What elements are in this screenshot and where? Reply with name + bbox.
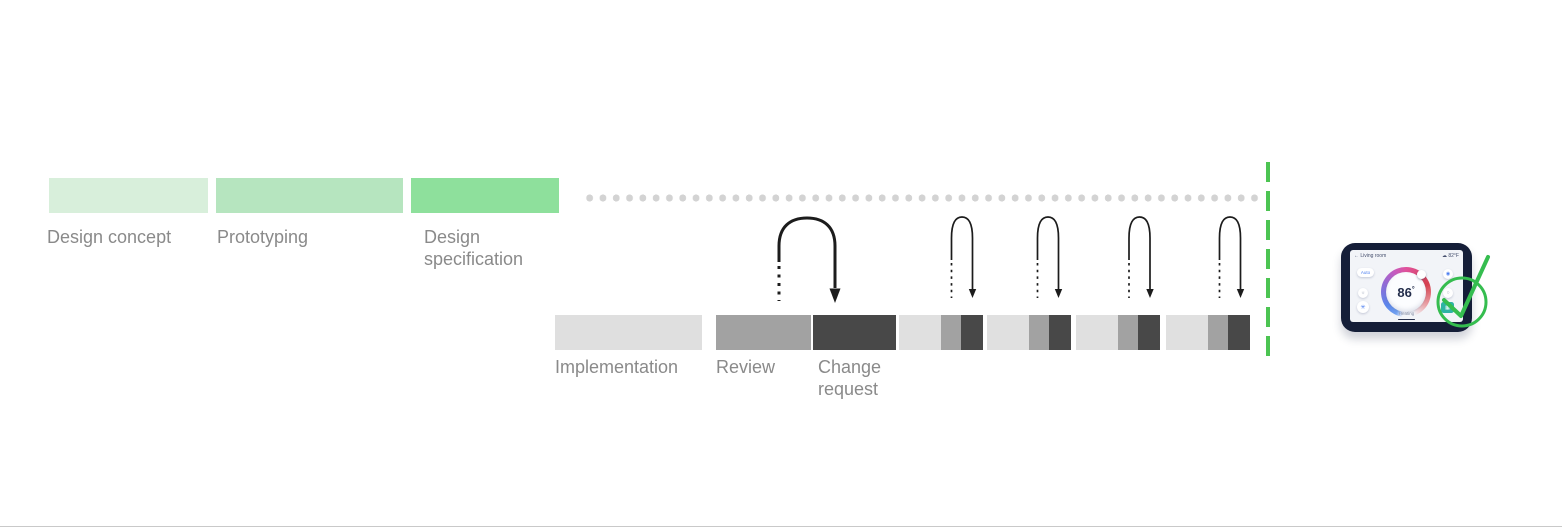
- phase-label-review: Review: [716, 357, 776, 377]
- iteration-loop-arrows: [777, 216, 1245, 303]
- target-temperature: 86°: [1397, 284, 1415, 300]
- cycle-block-light: [987, 315, 1029, 350]
- droplet-icon: ○: [1443, 288, 1453, 298]
- phase-label-prototyping: Prototyping: [217, 227, 309, 247]
- eco-icon: ☼: [1358, 288, 1368, 298]
- cycle-block-dark: [1228, 315, 1250, 350]
- cycle-block-light: [1166, 315, 1208, 350]
- cycle-block-light: [1076, 315, 1118, 350]
- phase-label-change-request: Change request: [818, 357, 882, 399]
- cycle-group: [899, 315, 983, 350]
- loop-arrow-small: [1128, 216, 1154, 298]
- cycle-group: [1076, 315, 1160, 350]
- phase-bar-design-concept: [49, 178, 208, 213]
- cycle-block-dark: [1138, 315, 1160, 350]
- dial-knob: [1417, 270, 1426, 279]
- back-arrow-and-room-label: ← Living room: [1354, 253, 1386, 259]
- loop-arrow-large: [777, 216, 841, 303]
- home-indicator: [1398, 318, 1415, 320]
- auto-mode-button: Auto: [1357, 268, 1374, 277]
- power-icon: ◉: [1443, 269, 1453, 279]
- cycle-block-medium: [941, 315, 961, 350]
- phase-bar-change-request: [813, 315, 896, 350]
- back-arrow-icon: ←: [1354, 253, 1359, 259]
- cycle-block-medium: [1118, 315, 1138, 350]
- timeline-dotted-line: [583, 194, 1261, 202]
- degree-symbol: °: [1411, 286, 1415, 294]
- phase-bar-implementation: [555, 315, 702, 350]
- outdoor-temp: ☁ 82°F: [1442, 253, 1459, 259]
- phase-label-implementation: Implementation: [555, 357, 679, 377]
- menu-button-icon: ▦: [1441, 302, 1454, 313]
- phase-label-design-concept: Design concept: [47, 227, 172, 247]
- phase-bar-prototyping: [216, 178, 403, 213]
- check-icon: [1436, 255, 1490, 328]
- weather-icon: ☁: [1441, 253, 1447, 259]
- cycle-block-light: [899, 315, 941, 350]
- loop-arrow-small: [1036, 216, 1063, 298]
- cycle-block-dark: [1049, 315, 1071, 350]
- cycle-group: [1166, 315, 1250, 350]
- cycle-block-dark: [961, 315, 983, 350]
- phase-bar-review: [716, 315, 811, 350]
- loop-arrow-small: [950, 216, 977, 298]
- loop-arrow-small: [1218, 216, 1245, 298]
- status-label: Heating: [1398, 311, 1415, 316]
- outdoor-temp-value: 82°F: [1448, 253, 1459, 259]
- thermostat-header: ← Living room ☁ 82°F: [1354, 253, 1459, 261]
- fan-icon: ✳: [1357, 301, 1369, 313]
- phase-label-design-specification: Design specification: [424, 227, 524, 269]
- cycle-group: [987, 315, 1071, 350]
- release-dashed-line: [1266, 162, 1270, 362]
- phase-bar-design-specification: [411, 178, 559, 213]
- cycle-block-medium: [1208, 315, 1228, 350]
- cycle-block-medium: [1029, 315, 1049, 350]
- room-label: Living room: [1360, 253, 1387, 259]
